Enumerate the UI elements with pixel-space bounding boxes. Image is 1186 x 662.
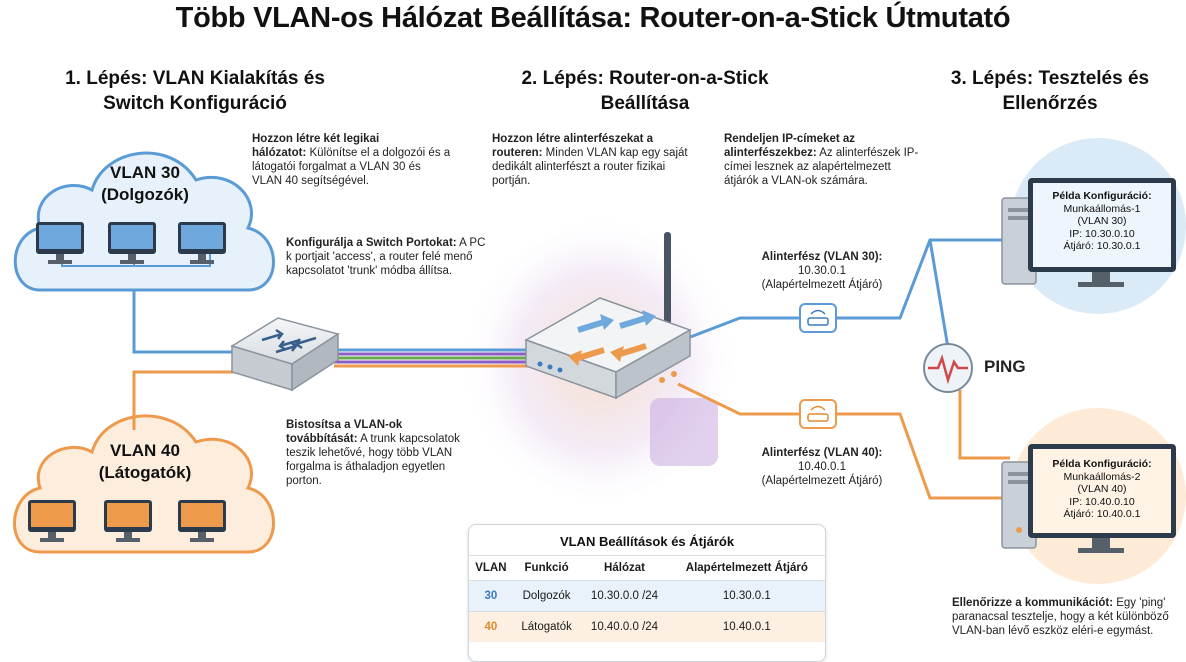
trunk-link xyxy=(334,348,528,368)
note-verify-text: Egy 'ping' paranacsal tesztelje, hogy a … xyxy=(952,597,1169,637)
note-create-subinterfaces-text: Minden VLAN kap egy saját dedikált alint… xyxy=(492,147,688,187)
note-verify-bold: Ellenőrizze a kommunikációt: xyxy=(952,597,1114,609)
cloud-vlan40-role: (Látogatók) xyxy=(98,463,192,482)
table-cell: Dolgozók xyxy=(512,580,581,612)
note-assign-ip-bold1: Rendeljen IP-címeket az xyxy=(724,133,856,145)
step3-heading: 3. Lépés: Tesztelés és Ellenőrzés xyxy=(920,66,1180,116)
subinterface-links xyxy=(671,238,1010,500)
table-cell: 10.40.0.1 xyxy=(668,611,825,642)
subinterface-vlan30-label: Alinterfész (VLAN 30): xyxy=(761,251,883,263)
subinterface-vlan30-info: Alinterfész (VLAN 30): 10.30.0.1 (Alapér… xyxy=(742,250,902,292)
note-assign-ip-text: Az alinterfészek IP-címei lesznek az ala… xyxy=(724,147,919,187)
note-assign-ip: Rendeljen IP-címeket az alinterfészekbez… xyxy=(724,132,924,188)
ws1-config-title: Példa Konfiguráció: xyxy=(1052,190,1152,202)
step1-line2: Switch Konfiguráció xyxy=(103,93,287,114)
vlan30-pcs xyxy=(36,222,226,264)
table-row: 30 Dolgozók 10.30.0.0 /24 10.30.0.1 xyxy=(469,580,825,612)
note-create-subinterfaces-bold2: routeren: xyxy=(492,147,543,159)
table-header: Hálózat xyxy=(580,555,669,581)
table-cell: Látogatók xyxy=(512,611,581,642)
note-ensure-forwarding-text: A trunk kapcsolatok teszik lehetővé, hog… xyxy=(286,433,460,487)
table-cell: 40 xyxy=(469,611,513,642)
note-create-networks-bold1: Hozzon létre két legikai xyxy=(252,133,380,145)
table-header: Funkció xyxy=(512,555,581,581)
workstation2-group xyxy=(1001,408,1186,584)
subinterface-vlan40-label: Alinterfész (VLAN 40): xyxy=(761,447,883,459)
note-ensure-forwarding-bold2: továbbítását: xyxy=(286,433,358,445)
note-verify: Ellenőrizze a kommunikációt: Egy 'ping' … xyxy=(952,596,1182,638)
cloud-vlan30 xyxy=(13,151,275,292)
note-create-networks-bold2: hálózatot: xyxy=(252,147,307,159)
vlan40-access-links xyxy=(132,370,248,430)
note-assign-ip-bold2: alinterfészekbez: xyxy=(724,147,817,159)
ws2-name: Munkaállomás-2 xyxy=(1063,470,1141,483)
note-configure-ports: Konfigurálja a Switch Portokat: A PC k p… xyxy=(286,236,486,278)
ws2-vlan: (VLAN 40) xyxy=(1077,483,1127,495)
cloud-vlan40-name: VLAN 40 xyxy=(110,441,180,460)
note-ensure-forwarding-bold1: Bistosítsa a VLAN-ok xyxy=(286,419,403,431)
workstation1-config: Példa Konfiguráció: Munkaállomás-1 (VLAN… xyxy=(1036,190,1168,253)
workstation2-config: Példa Konfiguráció: Munkaállomás-2 (VLAN… xyxy=(1036,458,1168,521)
ws1-gateway: Átjáró: 10.30.0.1 xyxy=(1063,240,1141,252)
ws2-config-title: Példa Konfiguráció: xyxy=(1052,458,1152,470)
switch-icon xyxy=(230,317,340,392)
subinterface-vlan30-role: (Alapértelmezett Átjáró) xyxy=(761,279,883,291)
note-create-networks: Hozzon létre két legikai hálózatot: Külö… xyxy=(252,132,452,188)
ws2-gateway: Átjáró: 10.40.0.1 xyxy=(1063,508,1141,520)
note-configure-ports-bold: Konfigurálja a Switch Portokat: xyxy=(286,237,457,249)
ws1-name: Munkaállomás-1 xyxy=(1063,202,1141,215)
cloud-vlan40-label: VLAN 40 (Látogatók) xyxy=(70,440,220,484)
ws2-ip: IP: 10.40.0.10 xyxy=(1069,495,1135,508)
ping-label: PING xyxy=(984,357,1026,376)
ws1-vlan: (VLAN 30) xyxy=(1077,215,1127,227)
cloud-vlan30-label: VLAN 30 (Dolgozók) xyxy=(70,162,220,206)
subinterface-vlan30-icon xyxy=(799,303,837,333)
vlan-table-card: VLAN Beállítások és Átjárók VLAN Funkció… xyxy=(468,524,826,662)
table-header: Alapértelmezett Átjáró xyxy=(668,555,825,581)
note-create-networks-text: Különítse el a dolgozói és a látogatói f… xyxy=(252,147,451,187)
step2-heading: 2. Lépés: Router-on-a-Stick Beállítása xyxy=(470,66,820,116)
router-icon xyxy=(524,232,692,400)
note-ensure-forwarding: Bistosítsa a VLAN-ok továbbítását: A tru… xyxy=(286,418,480,488)
vlan-table: VLAN Funkció Hálózat Alapértelmezett Átj… xyxy=(469,555,825,642)
cloud-vlan30-role: (Dolgozók) xyxy=(101,185,189,204)
table-row: 40 Látogatók 10.40.0.0 /24 10.40.0.1 xyxy=(469,611,825,642)
ping-icon xyxy=(923,343,973,393)
table-header-row: VLAN Funkció Hálózat Alapértelmezett Átj… xyxy=(469,555,825,581)
subinterface-vlan40-ip: 10.40.0.1 xyxy=(798,461,846,473)
page-title: Több VLAN-os Hálózat Beállítása: Router-… xyxy=(175,2,1011,34)
table-header: VLAN xyxy=(469,555,513,581)
step2-line2: Beállítása xyxy=(600,93,690,114)
subinterface-vlan30-ip: 10.30.0.1 xyxy=(798,265,846,277)
note-configure-ports-text: A PC k portjait 'access', a router felé … xyxy=(286,237,486,277)
table-cell: 10.40.0.0 /24 xyxy=(580,611,669,642)
vlan-table-title: VLAN Beállítások és Átjárók xyxy=(559,534,735,549)
step1-line1: 1. Lépés: VLAN Kialakítás és xyxy=(65,68,325,89)
cloud-vlan30-name: VLAN 30 xyxy=(110,163,180,182)
table-cell: 10.30.0.0 /24 xyxy=(580,580,669,612)
ws1-ip: IP: 10.30.0.10 xyxy=(1069,227,1135,240)
step3-line1: 3. Lépés: Tesztelés és xyxy=(950,68,1150,89)
step1-heading: 1. Lépés: VLAN Kialakítás és Switch Konf… xyxy=(20,66,370,116)
subinterface-vlan40-info: Alinterfész (VLAN 40): 10.40.0.1 (Alapér… xyxy=(742,446,902,488)
table-cell: 30 xyxy=(469,580,513,612)
workstation1-group xyxy=(1001,138,1186,314)
subinterface-vlan40-icon xyxy=(799,399,837,429)
step3-line2: Ellenőrzés xyxy=(1002,93,1098,114)
table-cell: 10.30.0.1 xyxy=(668,580,825,612)
vlan40-pcs xyxy=(28,500,226,542)
note-create-subinterfaces-bold1: Hozzon létre alinterfészekat a xyxy=(492,133,654,145)
note-create-subinterfaces: Hozzon létre alinterfészekat a routeren:… xyxy=(492,132,688,188)
step2-line1: 2. Lépés: Router-on-a-Stick xyxy=(521,68,769,89)
subinterface-vlan40-role: (Alapértelmezett Átjáró) xyxy=(761,475,883,487)
